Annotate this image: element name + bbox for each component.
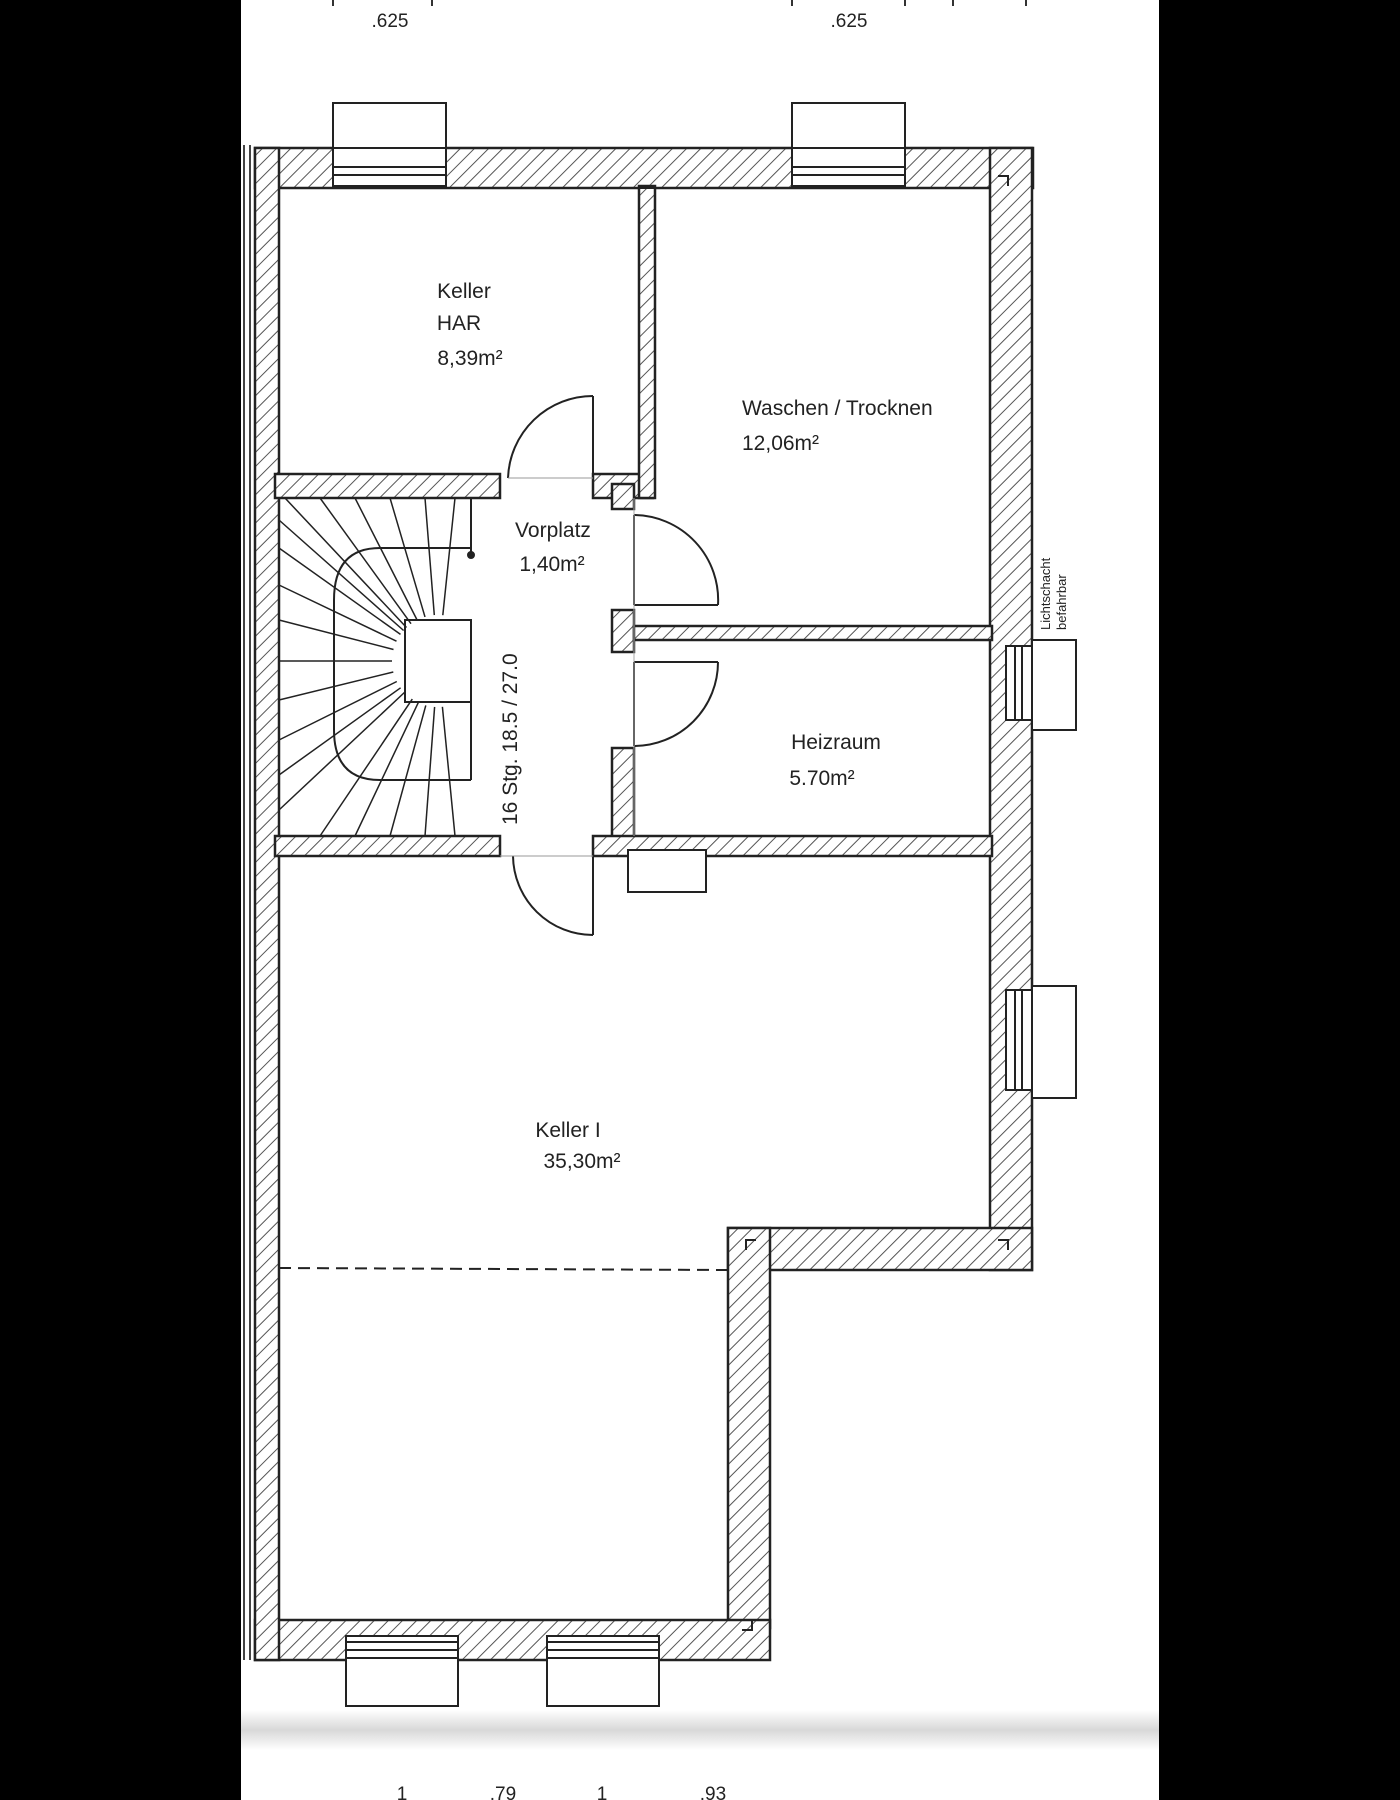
room-heizraum-area: 5.70m² [789,767,854,790]
room-keller-har-line2: HAR [437,312,481,335]
lightwell-label-line2: befahrbar [1054,574,1069,630]
corner-marks [742,175,1009,1631]
chimney-box [627,849,707,893]
wall-stair-bottom [273,834,502,858]
room-vorplatz-name: Vorplatz [515,519,591,542]
room-keller-1-name: Keller I [535,1119,600,1142]
stair-tread [278,619,394,651]
stair-tread [442,497,456,616]
wall-corridor-stub1 [610,482,636,511]
left-edge-lines [243,145,251,1660]
stair-tread [319,497,412,625]
stair-tread [354,497,418,621]
wall-corridor-stub2 [610,608,636,654]
stair-tread [424,706,436,837]
room-heizraum-name: Heizraum [791,731,881,754]
dimension-bottom-1: 1 [397,1784,408,1800]
wall-step-vertical [726,1226,772,1630]
stair-tread [278,547,401,636]
stair-tread [278,519,405,632]
stair-tread [424,497,436,616]
wall-har-waschen [637,184,657,500]
room-keller-har-line1: Keller [437,280,491,303]
stair-tread [319,698,413,837]
dimension-bottom-3: 1 [597,1784,608,1800]
room-keller-1-area: 35,30m² [543,1150,620,1173]
room-outlines [278,187,990,1621]
room-vorplatz-area: 1,40m² [519,553,584,576]
stair-tread [389,497,426,618]
scan-shadow [241,1710,1159,1750]
room-waschen-name: Waschen / Trocknen [742,397,933,420]
stair-tread [354,702,419,837]
stair-tread [278,691,405,811]
stair-tread [441,706,456,837]
window-top-right [791,102,906,187]
dimension-bottom-2: .79 [490,1784,516,1800]
wall-step [726,1226,1034,1272]
doors [500,395,720,936]
stair-tread [284,497,408,629]
lightwell-label-line1: Lichtschacht [1038,557,1053,630]
dimension-top-right: .625 [831,11,868,32]
window-bottom-left [345,1635,459,1707]
window-top-left [332,102,447,187]
stair-tread [389,705,427,837]
stair-tread [278,687,402,776]
wall-bottom [253,1618,772,1662]
window-right-keller [1005,985,1077,1099]
top-dimension-line [332,0,1027,6]
wall-waschen-heizraum [632,624,994,642]
room-keller-har-area: 8,39m² [437,347,502,370]
room-waschen-area: 12,06m² [742,432,819,455]
stair-treads [278,497,456,837]
wall-corridor-stub3 [610,746,636,840]
window-right-heizraum [1005,639,1077,731]
dimension-bottom-4: .93 [700,1784,726,1800]
window-bottom-right [546,1635,660,1707]
stair-tread [278,671,394,701]
wall-left [253,146,281,1662]
stair-tread [278,584,397,642]
dimension-top-left: .625 [372,11,409,32]
stair-tread [278,680,398,741]
stair-label: 16 Stg. 18.5 / 27.0 [499,653,522,825]
wall-har-bottom [273,472,502,500]
